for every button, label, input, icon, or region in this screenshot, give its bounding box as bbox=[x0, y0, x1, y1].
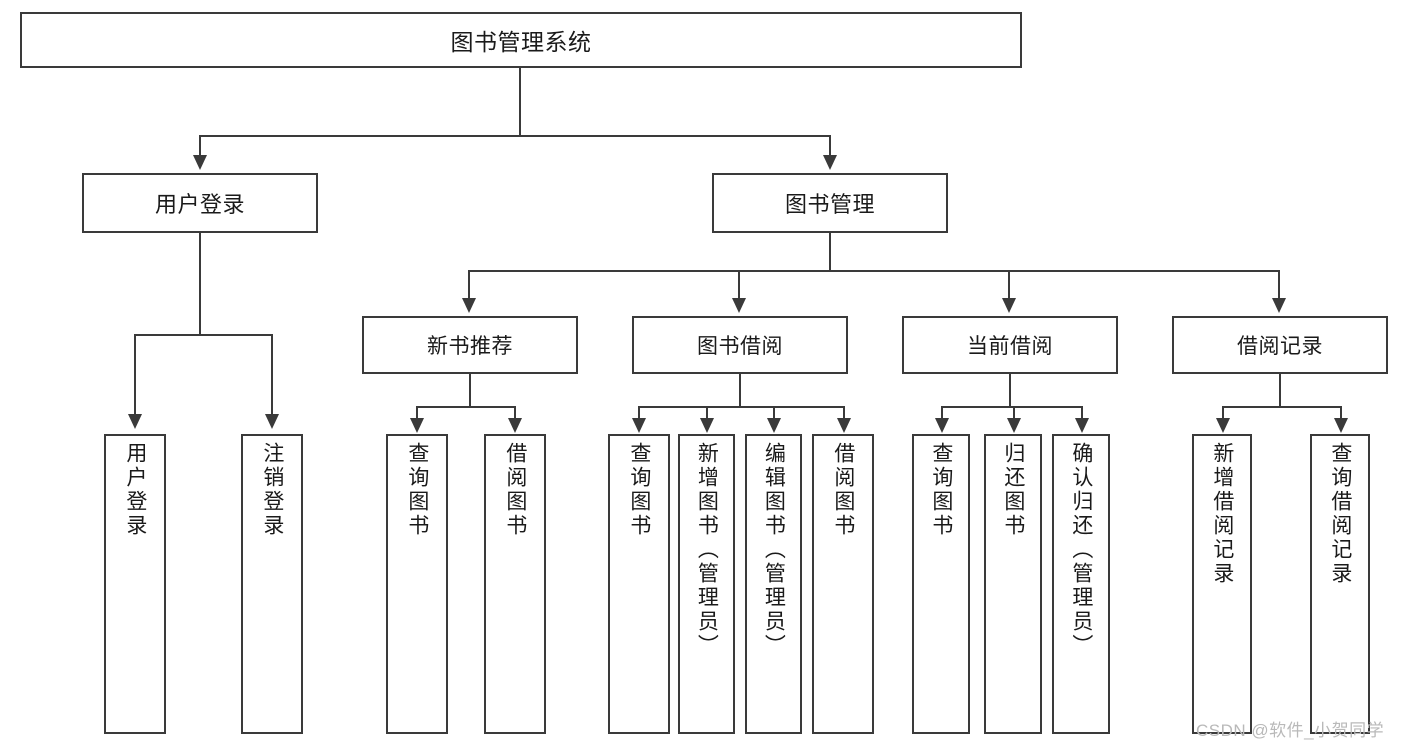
connector-bookmgmt-c3 bbox=[1008, 270, 1010, 300]
connector-login-leaf1 bbox=[134, 334, 136, 416]
node-label: 借阅图书 bbox=[831, 442, 855, 538]
node-label: 查询借阅记录 bbox=[1328, 442, 1352, 586]
node-label: 图书借阅 bbox=[697, 335, 783, 358]
connector-newbook-bar bbox=[416, 406, 515, 408]
leaf-logout[interactable]: 注销登录 bbox=[241, 434, 303, 734]
node-label: 归还图书 bbox=[1001, 442, 1025, 538]
node-label: 编辑图书（管理员） bbox=[762, 442, 786, 658]
leaf-add-borrow-record[interactable]: 新增借阅记录 bbox=[1192, 434, 1252, 734]
arrow-bookmgmt-c3 bbox=[1002, 298, 1016, 313]
connector-bookmgmt-stem bbox=[829, 233, 831, 271]
node-label: 新增借阅记录 bbox=[1210, 442, 1234, 586]
connector-borrow-l2 bbox=[706, 406, 708, 420]
connector-login-leaf2 bbox=[271, 334, 273, 416]
connector-record-l2 bbox=[1340, 406, 1342, 420]
leaf-return-book[interactable]: 归还图书 bbox=[984, 434, 1042, 734]
connector-borrow-bar bbox=[638, 406, 843, 408]
connector-borrow-l4 bbox=[843, 406, 845, 420]
connector-current-l3 bbox=[1081, 406, 1083, 420]
leaf-query-book-borrow[interactable]: 查询图书 bbox=[608, 434, 670, 734]
leaf-borrow-book[interactable]: 借阅图书 bbox=[812, 434, 874, 734]
connector-newbook-l2 bbox=[514, 406, 516, 420]
arrow-borrow-l2 bbox=[700, 418, 714, 433]
leaf-edit-book-admin[interactable]: 编辑图书（管理员） bbox=[745, 434, 802, 734]
arrow-borrow-l1 bbox=[632, 418, 646, 433]
connector-newbook-l1 bbox=[416, 406, 418, 420]
connector-borrow-l3 bbox=[773, 406, 775, 420]
node-label: 注销登录 bbox=[260, 442, 284, 538]
connector-current-l1 bbox=[941, 406, 943, 420]
arrow-current-l1 bbox=[935, 418, 949, 433]
connector-bookmgmt-c4 bbox=[1278, 270, 1280, 300]
leaf-query-borrow-record[interactable]: 查询借阅记录 bbox=[1310, 434, 1370, 734]
connector-borrow-stem bbox=[739, 374, 741, 408]
node-label: 用户登录 bbox=[123, 442, 147, 538]
node-root-system[interactable]: 图书管理系统 bbox=[20, 12, 1022, 68]
arrow-record-l1 bbox=[1216, 418, 1230, 433]
connector-record-l1 bbox=[1222, 406, 1224, 420]
node-new-book-recommend[interactable]: 新书推荐 bbox=[362, 316, 578, 374]
connector-current-bar bbox=[941, 406, 1082, 408]
node-label: 图书管理系统 bbox=[450, 29, 592, 55]
arrow-bookmgmt-c2 bbox=[732, 298, 746, 313]
arrow-bookmgmt-c1 bbox=[462, 298, 476, 313]
connector-record-stem bbox=[1279, 374, 1281, 408]
node-borrow-record[interactable]: 借阅记录 bbox=[1172, 316, 1388, 374]
node-current-borrow[interactable]: 当前借阅 bbox=[902, 316, 1118, 374]
connector-login-stem bbox=[199, 233, 201, 335]
arrow-current-l2 bbox=[1007, 418, 1021, 433]
connector-root-to-bookmgmt bbox=[829, 135, 831, 157]
connector-newbook-stem bbox=[469, 374, 471, 408]
arrow-newbook-l2 bbox=[508, 418, 522, 433]
node-label: 确认归还（管理员） bbox=[1069, 442, 1093, 658]
node-label: 查询图书 bbox=[405, 442, 429, 538]
connector-current-stem bbox=[1009, 374, 1011, 408]
arrow-login-leaf2 bbox=[265, 414, 279, 429]
node-label: 查询图书 bbox=[929, 442, 953, 538]
arrow-current-l3 bbox=[1075, 418, 1089, 433]
arrow-bookmgmt-c4 bbox=[1272, 298, 1286, 313]
node-user-login[interactable]: 用户登录 bbox=[82, 173, 318, 233]
node-book-management[interactable]: 图书管理 bbox=[712, 173, 948, 233]
node-label: 新增图书（管理员） bbox=[695, 442, 719, 658]
leaf-user-login[interactable]: 用户登录 bbox=[104, 434, 166, 734]
connector-bookmgmt-c1 bbox=[468, 270, 470, 300]
node-label: 查询图书 bbox=[627, 442, 651, 538]
leaf-query-book-current[interactable]: 查询图书 bbox=[912, 434, 970, 734]
arrow-login-leaf1 bbox=[128, 414, 142, 429]
connector-root-bar bbox=[199, 135, 831, 137]
connector-bookmgmt-bar bbox=[468, 270, 1280, 272]
csdn-watermark: CSDN @软件_小贺同学 bbox=[1196, 721, 1385, 740]
arrow-record-l2 bbox=[1334, 418, 1348, 433]
node-book-borrow[interactable]: 图书借阅 bbox=[632, 316, 848, 374]
leaf-confirm-return-admin[interactable]: 确认归还（管理员） bbox=[1052, 434, 1110, 734]
connector-current-l2 bbox=[1013, 406, 1015, 420]
leaf-query-book-newbook[interactable]: 查询图书 bbox=[386, 434, 448, 734]
arrow-root-to-login bbox=[193, 155, 207, 170]
node-label: 当前借阅 bbox=[967, 335, 1053, 358]
leaf-borrow-book-newbook[interactable]: 借阅图书 bbox=[484, 434, 546, 734]
node-label: 用户登录 bbox=[154, 192, 245, 217]
connector-root-to-login bbox=[199, 135, 201, 157]
arrow-root-to-bookmgmt bbox=[823, 155, 837, 170]
node-label: 图书管理 bbox=[784, 192, 875, 217]
arrow-newbook-l1 bbox=[410, 418, 424, 433]
node-label: 新书推荐 bbox=[427, 335, 513, 358]
connector-record-bar bbox=[1222, 406, 1341, 408]
arrow-borrow-l4 bbox=[837, 418, 851, 433]
arrow-borrow-l3 bbox=[767, 418, 781, 433]
leaf-add-book-admin[interactable]: 新增图书（管理员） bbox=[678, 434, 735, 734]
connector-root-stem bbox=[519, 68, 521, 136]
connector-borrow-l1 bbox=[638, 406, 640, 420]
node-label: 借阅记录 bbox=[1237, 335, 1323, 358]
connector-login-bar bbox=[134, 334, 272, 336]
node-label: 借阅图书 bbox=[503, 442, 527, 538]
connector-bookmgmt-c2 bbox=[738, 270, 740, 300]
